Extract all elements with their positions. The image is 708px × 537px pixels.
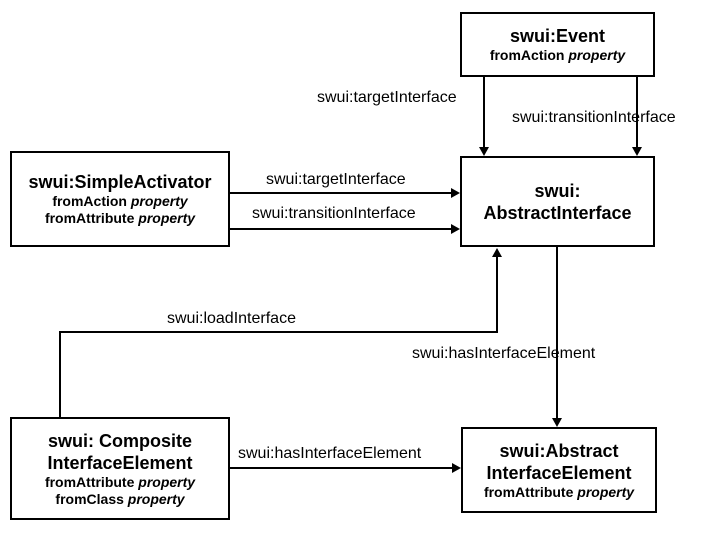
node-simple-activator: swui:SimpleActivator fromAction property…	[10, 151, 230, 247]
node-event-title: swui:Event	[509, 26, 606, 46]
node-composite-element-title-line1: swui: Composite	[47, 430, 192, 451]
node-abstract-element: swui:Abstract InterfaceElement fromAttri…	[461, 427, 657, 513]
node-event-property: fromAction property	[490, 47, 625, 64]
edge-has-element-horizontal-arrowhead	[452, 463, 461, 473]
property-kind: property	[568, 47, 626, 63]
edge-event-target-arrowhead	[479, 147, 489, 156]
node-simple-activator-title: swui:SimpleActivator	[28, 172, 212, 192]
property-kind: property	[127, 490, 185, 507]
edge-load-interface-segment-right	[496, 256, 498, 333]
property-name: fromAttribute	[44, 473, 135, 490]
node-abstract-element-title-line2: InterfaceElement	[486, 462, 632, 483]
node-abstract-element-title-line1: swui:Abstract	[499, 440, 619, 461]
edge-activator-target-arrowhead	[451, 188, 460, 198]
node-simple-activator-property-1: fromAction property	[52, 193, 187, 210]
edge-event-transition-line	[636, 77, 638, 150]
node-composite-element-property-2: fromClass property	[55, 491, 184, 508]
edge-label-activator-target: swui:targetInterface	[266, 171, 406, 188]
edge-load-interface-arrowhead	[492, 248, 502, 257]
edge-event-target-line	[483, 77, 485, 150]
node-abstract-interface-title-line2: AbstractInterface	[483, 202, 632, 223]
node-abstract-element-property: fromAttribute property	[484, 484, 634, 501]
node-composite-element: swui: Composite InterfaceElement fromAtt…	[10, 417, 230, 520]
property-name: fromClass	[55, 490, 124, 507]
property-name: fromAction	[52, 193, 127, 209]
edge-activator-transition-arrowhead	[451, 224, 460, 234]
node-simple-activator-property-2: fromAttribute property	[45, 210, 195, 227]
node-abstract-interface: swui: AbstractInterface	[460, 156, 655, 247]
edge-has-element-horizontal-line	[230, 467, 454, 469]
edge-activator-target-line	[230, 192, 453, 194]
edge-load-interface-segment-middle	[59, 331, 498, 333]
property-kind: property	[138, 210, 196, 226]
edge-label-has-element-horizontal: swui:hasInterfaceElement	[238, 445, 422, 462]
property-name: fromAction	[489, 47, 565, 63]
node-abstract-interface-title-line1: swui:	[534, 180, 581, 201]
node-composite-element-property-1: fromAttribute property	[45, 474, 195, 491]
property-kind: property	[138, 473, 196, 490]
property-name: fromAttribute	[483, 483, 574, 500]
edge-load-interface-segment-left	[59, 331, 61, 417]
node-composite-element-title-line2: InterfaceElement	[47, 452, 193, 473]
edge-label-event-target: swui:targetInterface	[317, 89, 457, 106]
property-kind: property	[577, 483, 635, 500]
edge-has-element-vertical-arrowhead	[552, 418, 562, 427]
edge-label-load-interface: swui:loadInterface	[167, 310, 296, 327]
edge-label-activator-transition: swui:transitionInterface	[252, 205, 416, 222]
node-event: swui:Event fromAction property	[460, 12, 655, 77]
edge-event-transition-arrowhead	[632, 147, 642, 156]
edge-has-element-vertical-line	[556, 247, 558, 419]
edge-label-event-transition: swui:transitionInterface	[512, 109, 676, 126]
property-name: fromAttribute	[44, 210, 135, 226]
edge-label-has-element-vertical: swui:hasInterfaceElement	[412, 345, 596, 362]
property-kind: property	[130, 193, 188, 209]
edge-activator-transition-line	[230, 228, 453, 230]
